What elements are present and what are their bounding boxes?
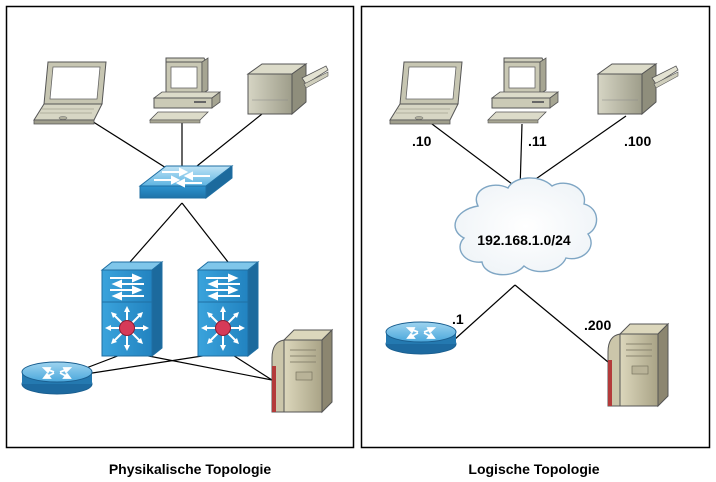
network-cloud: 192.168.1.0/24 bbox=[454, 177, 598, 276]
logical-links bbox=[423, 115, 627, 363]
logical-caption: Logische Topologie bbox=[468, 461, 599, 477]
server-icon bbox=[271, 329, 333, 413]
physical-caption: Physikalische Topologie bbox=[109, 461, 272, 477]
network-address-label: 192.168.1.0/24 bbox=[477, 232, 571, 248]
ip-label-server: .200 bbox=[584, 317, 611, 333]
router-icon bbox=[21, 361, 93, 395]
ip-label-printer: .100 bbox=[624, 133, 651, 149]
ip-label-pc: .11 bbox=[528, 133, 547, 149]
router-icon bbox=[385, 321, 457, 355]
ip-label-router: .1 bbox=[452, 311, 464, 327]
ip-label-laptop: .10 bbox=[412, 133, 432, 149]
layer3-switch-icon bbox=[197, 261, 259, 357]
server-icon bbox=[607, 323, 669, 407]
layer3-switch-icon bbox=[101, 261, 163, 357]
